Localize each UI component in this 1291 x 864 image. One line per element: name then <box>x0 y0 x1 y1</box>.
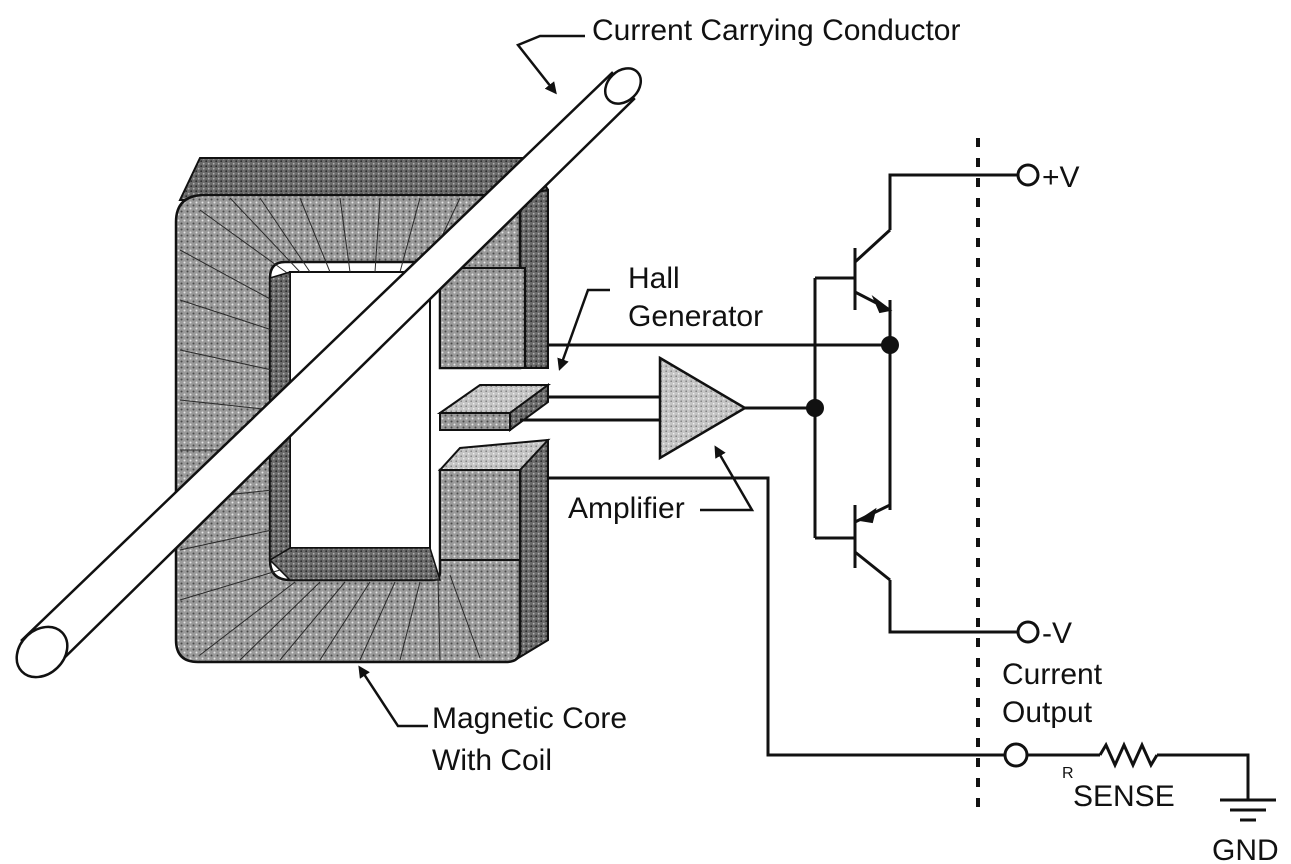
magnetic-core-label-line1: Magnetic Core <box>432 702 627 735</box>
rsense-label-superscript: R <box>1062 765 1074 782</box>
current-carrying-conductor <box>15 67 643 679</box>
junction-dot <box>806 399 824 417</box>
rsense-label: SENSE <box>1073 780 1175 813</box>
terminal-plus-v <box>1016 163 1040 187</box>
terminal-current-output <box>1003 742 1029 768</box>
terminal-minus-v <box>1016 620 1040 644</box>
leader-arrows <box>358 34 755 728</box>
magnetic-core <box>174 157 551 664</box>
hall-generator-label-line2: Generator <box>628 300 763 333</box>
current-output-label-line1: Current <box>1002 658 1103 691</box>
ground-symbol-icon <box>1220 798 1276 822</box>
current-output-label-line2: Output <box>1002 696 1093 729</box>
amplifier-triangle <box>658 355 748 461</box>
upper-transistor <box>853 228 893 345</box>
gnd-label: GND <box>1212 834 1279 864</box>
magnetic-core-label-line2: With Coil <box>432 744 552 777</box>
hall-generator-label-line1: Hall <box>628 262 680 295</box>
amplifier-label: Amplifier <box>568 492 685 525</box>
conductor-label: Current Carrying Conductor <box>592 14 960 47</box>
minus-v-label: -V <box>1042 617 1072 650</box>
lower-transistor <box>853 503 891 582</box>
plus-v-label: +V <box>1042 161 1080 194</box>
hall-generator-plate <box>436 383 552 432</box>
